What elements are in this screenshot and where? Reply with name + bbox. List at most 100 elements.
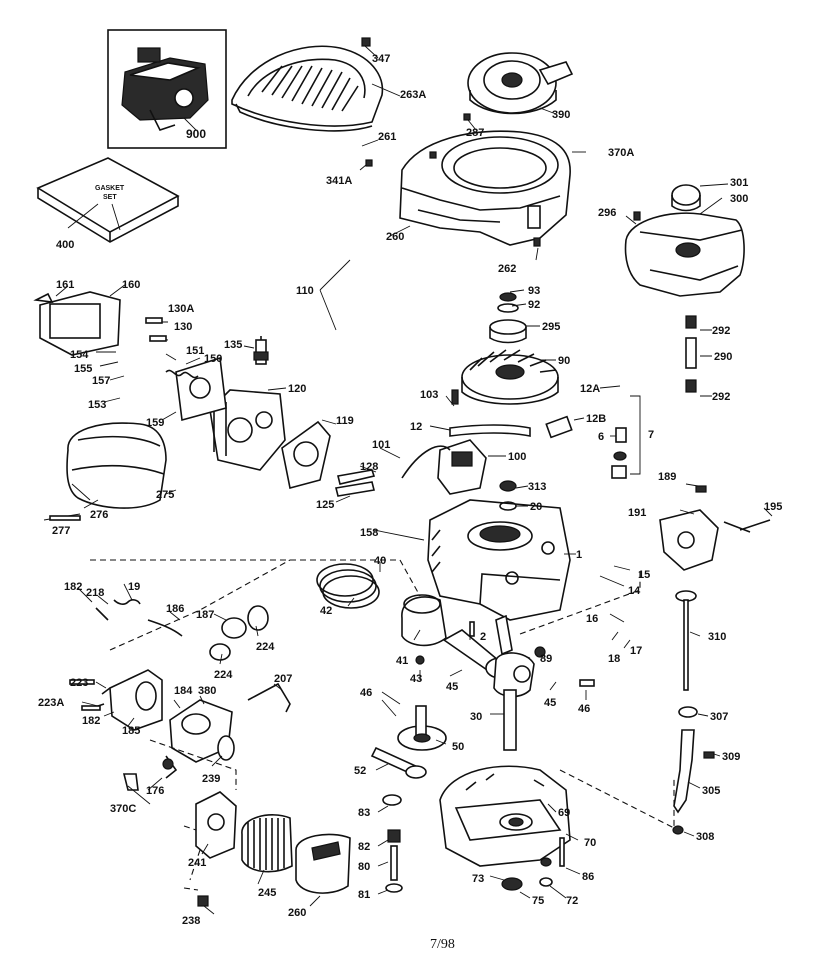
label-154: 154	[70, 349, 89, 361]
fuel-line	[685, 315, 697, 393]
label-185: 185	[122, 725, 140, 737]
label-100: 100	[508, 451, 526, 463]
crankcase-sump	[439, 765, 571, 867]
label-130: 130	[174, 321, 192, 333]
label-151: 151	[186, 345, 204, 357]
label-17: 17	[630, 645, 642, 657]
label-69: 69	[558, 807, 570, 819]
label-7: 7	[648, 429, 654, 441]
label-370C: 370C	[110, 803, 136, 815]
label-900: 900	[186, 127, 206, 141]
label-52: 52	[354, 765, 366, 777]
label-370A: 370A	[608, 147, 634, 159]
label-341A: 341A	[326, 175, 352, 187]
intake-manifold	[91, 669, 163, 731]
label-1: 1	[576, 549, 582, 561]
piston	[401, 594, 447, 647]
label-50: 50	[452, 741, 464, 753]
label-223: 223	[70, 677, 88, 689]
label-287: 287	[466, 127, 484, 139]
label-189: 189	[658, 471, 676, 483]
label-92: 92	[528, 299, 540, 311]
label-292-lower: 292	[712, 391, 730, 403]
label-296: 296	[598, 207, 616, 219]
label-6: 6	[598, 431, 604, 443]
label-15: 15	[638, 569, 650, 581]
label-16: 16	[586, 613, 598, 625]
label-307: 307	[710, 711, 728, 723]
governor-bracket	[659, 509, 771, 571]
carb-gasket-ring	[217, 735, 235, 761]
label-45-left: 45	[446, 681, 458, 693]
label-218: 218	[86, 587, 104, 599]
label-81: 81	[358, 889, 370, 901]
air-filter-cover	[295, 833, 351, 894]
valve-spring	[165, 369, 199, 379]
label-400: 400	[56, 239, 74, 251]
label-187: 187	[196, 609, 214, 621]
cam-gear	[397, 705, 447, 751]
label-310: 310	[708, 631, 726, 643]
label-86: 86	[582, 871, 594, 883]
throttle-linkage	[95, 599, 291, 713]
label-103: 103	[420, 389, 438, 401]
cam-shaft	[370, 746, 427, 779]
page-number: 7/98	[430, 937, 455, 952]
label-245: 245	[258, 887, 276, 899]
label-223A: 223A	[38, 697, 64, 709]
label-80: 80	[358, 861, 370, 873]
label-276: 276	[90, 509, 108, 521]
assembly-dashed-lines	[90, 559, 675, 891]
label-290: 290	[714, 351, 732, 363]
label-238: 238	[182, 915, 200, 927]
label-101: 101	[372, 439, 390, 451]
label-390: 390	[552, 109, 570, 121]
label-300: 300	[730, 193, 748, 205]
label-45-right: 45	[544, 697, 556, 709]
muffler	[66, 422, 167, 509]
label-135: 135	[224, 339, 242, 351]
label-380: 380	[198, 685, 216, 697]
label-295: 295	[542, 321, 560, 333]
cylinder-block	[427, 499, 571, 621]
label-30: 30	[470, 711, 482, 723]
label-20: 20	[530, 501, 542, 513]
carburetor-gasket	[209, 605, 269, 661]
label-75: 75	[532, 895, 544, 907]
intake-adapter	[281, 420, 331, 489]
label-90: 90	[558, 355, 570, 367]
label-261: 261	[378, 131, 396, 143]
spark-plug	[253, 336, 269, 365]
label-19: 19	[128, 581, 140, 593]
fuel-tank	[624, 184, 745, 297]
crankshaft	[493, 614, 535, 751]
drain-plug-parts	[382, 794, 403, 893]
label-41: 41	[396, 655, 408, 667]
label-43: 43	[410, 673, 422, 685]
flywheel-nut-stack	[489, 292, 527, 344]
label-2: 2	[480, 631, 486, 643]
label-130A: 130A	[168, 303, 194, 315]
label-40: 40	[374, 555, 386, 567]
engine-assembly-inset	[107, 29, 227, 149]
piston-rings	[316, 563, 380, 609]
label-82: 82	[358, 841, 370, 853]
label-224-right: 224	[256, 641, 275, 653]
label-159: 159	[146, 417, 164, 429]
label-119: 119	[336, 415, 354, 427]
ignition-armature	[401, 439, 487, 495]
air-filter-base	[195, 791, 237, 859]
label-305: 305	[702, 785, 720, 797]
label-158: 158	[360, 527, 378, 539]
label-313: 313	[528, 481, 546, 493]
label-12A: 12A	[580, 383, 600, 395]
label-161: 161	[56, 279, 74, 291]
label-14: 14	[628, 585, 641, 597]
cylinder-head	[209, 389, 286, 471]
label-42: 42	[320, 605, 332, 617]
air-cleaner-elbow	[33, 291, 121, 356]
label-12: 12	[410, 421, 422, 433]
label-120: 120	[288, 383, 306, 395]
label-262: 262	[498, 263, 516, 275]
dipstick	[675, 590, 697, 691]
